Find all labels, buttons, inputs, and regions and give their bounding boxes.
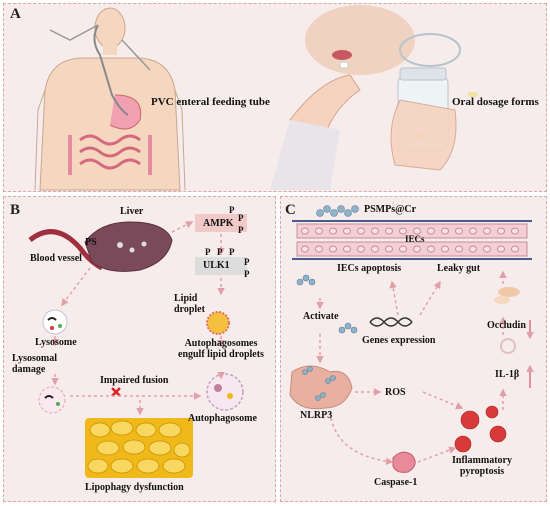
psmps-label: PSMPs@Cr (364, 204, 417, 215)
phospho-p: P (238, 225, 244, 235)
inflammatory-pyroptosis-label: Inflammatory pyroptosis (452, 455, 512, 477)
phospho-p: P (244, 257, 250, 267)
cell-nucleus (315, 227, 323, 235)
lipid-droplet-label: Lipid droplet (174, 293, 205, 315)
cell-nucleus (315, 245, 323, 253)
cell-nucleus (413, 227, 421, 235)
cell-nucleus (427, 245, 435, 253)
feeding-tube-label: PVC enteral feeding tube (151, 96, 270, 108)
lipophagy-dysfunction-label: Lipophagy dysfunction (85, 482, 184, 493)
panel-c-label: C (285, 202, 296, 218)
cell-nucleus (427, 227, 435, 235)
genes-expression-label: Genes expression (362, 335, 436, 346)
cell-nucleus (385, 245, 393, 253)
phospho-p: P (244, 269, 250, 279)
cell-nucleus (469, 245, 477, 253)
cell-nucleus (455, 227, 463, 235)
cell-nucleus (399, 227, 407, 235)
panel-a-label: A (10, 6, 21, 22)
cell-nucleus (483, 245, 491, 253)
cell-nucleus (455, 245, 463, 253)
cell-nucleus (441, 227, 449, 235)
impaired-fusion-label: Impaired fusion (100, 375, 169, 386)
cell-nucleus (413, 245, 421, 253)
blood-vessel-label: Blood vessel (30, 253, 82, 264)
ros-label: ROS (385, 387, 406, 398)
cell-nucleus (441, 245, 449, 253)
phospho-p: P (238, 213, 244, 223)
cell-nucleus (371, 245, 379, 253)
cell-nucleus (357, 227, 365, 235)
lysosomal-damage-label: Lysosomal damage (12, 353, 58, 375)
panel-b-label: B (10, 202, 21, 218)
cell-nucleus (329, 245, 337, 253)
cell-nucleus (511, 245, 519, 253)
phospho-p: P (229, 205, 235, 215)
oral-dosage-illustration (270, 5, 478, 190)
activate-label: Activate (303, 311, 339, 322)
panel-c-drawings (289, 205, 534, 473)
cell-nucleus (497, 245, 505, 253)
oral-dosage-label: Oral dosage forms (452, 96, 539, 108)
cell-nucleus (301, 245, 309, 253)
ampk-label: AMPK (203, 218, 234, 229)
liver-label: Liver (120, 206, 144, 217)
nlrp3-label: NLRP3 (300, 410, 333, 421)
cell-nucleus (385, 227, 393, 235)
lysosome-label: Lysosome (35, 337, 77, 348)
cell-nucleus (399, 245, 407, 253)
cell-nucleus (497, 227, 505, 235)
epithelial-cells-bottom (301, 245, 519, 253)
panel-b-drawings (28, 214, 247, 478)
phospho-p: P (229, 247, 235, 257)
ps-label: PS (85, 237, 97, 248)
psmps-particles (296, 205, 359, 334)
caspase1-label: Caspase-1 (374, 477, 418, 488)
leaky-gut-label: Leaky gut (437, 263, 481, 274)
cell-nucleus (301, 227, 309, 235)
cell-nucleus (469, 227, 477, 235)
dna-helix (369, 317, 413, 327)
iecs-label: IECs (405, 234, 425, 244)
cell-nucleus (357, 245, 365, 253)
ulk1-label: ULK1 (203, 260, 230, 271)
epithelial-cells-top (301, 227, 519, 235)
phospho-p: P (217, 247, 223, 257)
cell-nucleus (343, 227, 351, 235)
cell-nucleus (511, 227, 519, 235)
occludin-label: Occludin (487, 320, 526, 331)
il1b-label: IL-1β (495, 369, 520, 380)
autophagosome-label: Autophagosome (188, 413, 257, 424)
phospho-p: P (205, 247, 211, 257)
cell-nucleus (483, 227, 491, 235)
cell-nucleus (343, 245, 351, 253)
iecs-apoptosis-label: IECs apoptosis (337, 263, 402, 274)
cell-nucleus (371, 227, 379, 235)
autophagosomes-engulf-label: Autophagosomes engulf lipid droplets (178, 338, 264, 360)
human-figure-illustration (34, 7, 186, 191)
cell-nucleus (329, 227, 337, 235)
